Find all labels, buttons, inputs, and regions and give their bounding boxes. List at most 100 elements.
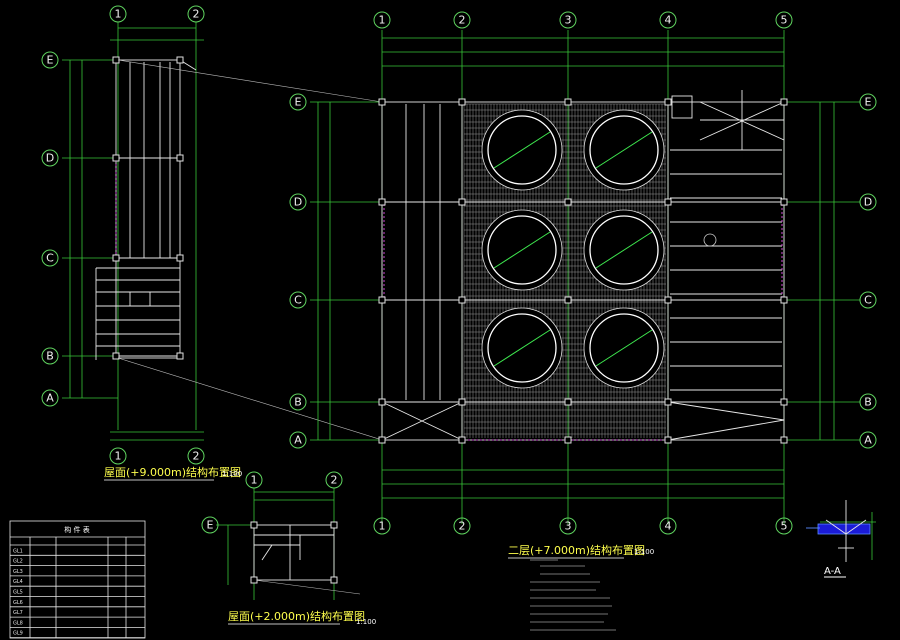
table-code: GL7 [13, 610, 23, 616]
second-floor-plan [310, 30, 860, 524]
svg-text:E: E [295, 96, 302, 109]
left-axis-bubble-top-1: 1 [109, 5, 127, 23]
svg-text:5: 5 [781, 520, 788, 533]
svg-text:1: 1 [115, 450, 122, 463]
svg-text:2: 2 [459, 14, 466, 27]
tank-openings [481, 109, 665, 389]
column [664, 398, 672, 406]
axis-bubble-right-A: A [859, 431, 877, 449]
table-code: GL2 [13, 559, 23, 565]
table-code: GL5 [13, 590, 23, 596]
column [458, 98, 466, 106]
axis-bubble-top-1: 1 [373, 11, 391, 29]
tank-diagonal-6 [595, 329, 653, 367]
svg-text:1: 1 [379, 520, 386, 533]
axis-bubble-bottom-1: 1 [373, 517, 391, 535]
svg-text:E: E [865, 96, 872, 109]
svg-text:4: 4 [665, 520, 672, 533]
left-axis-bubble-B: B [41, 347, 59, 365]
table-code: GL4 [13, 579, 23, 585]
tank-6 [589, 313, 659, 383]
column [564, 198, 572, 206]
column [378, 198, 386, 206]
left-axis-bubble-D: D [41, 149, 59, 167]
svg-text:D: D [864, 196, 872, 209]
plan-columns [378, 98, 788, 444]
svg-text:2: 2 [193, 8, 200, 21]
tank-diagonal-5 [493, 329, 551, 367]
axis-bubble-bottom-4: 4 [659, 517, 677, 535]
roof-small-plan-scale: 1:100 [356, 618, 376, 626]
axis-bubble-top-5: 5 [775, 11, 793, 29]
table-code: GL3 [13, 569, 23, 575]
svg-text:B: B [46, 350, 54, 363]
axis-bubble-bottom-2: 2 [453, 517, 471, 535]
svg-text:2: 2 [193, 450, 200, 463]
svg-text:B: B [864, 396, 872, 409]
axis-bubble-right-B: B [859, 393, 877, 411]
tank-4 [589, 215, 659, 285]
left-axis-bubble-A: A [41, 389, 59, 407]
column [780, 398, 788, 406]
svg-text:C: C [46, 252, 54, 265]
column [564, 436, 572, 444]
svg-text:A: A [864, 434, 872, 447]
svg-text:C: C [864, 294, 872, 307]
roof-plan-title: 屋面(+9.000m)结构布置图 [104, 465, 241, 479]
second-floor-plan-title: 二层(+7.000m)结构布置图 [508, 543, 645, 557]
svg-text:C: C [294, 294, 302, 307]
axis-bubble-top-4: 4 [659, 11, 677, 29]
axis-bubble-left-A: A [289, 431, 307, 449]
section-a-a [806, 500, 876, 578]
tank-5 [487, 313, 557, 383]
column [780, 436, 788, 444]
column [458, 436, 466, 444]
axis-bubble-bottom-3: 3 [559, 517, 577, 535]
column [458, 296, 466, 304]
tank-diagonal-4 [595, 231, 653, 269]
notes [530, 559, 616, 631]
svg-text:1: 1 [115, 8, 122, 21]
tank-1 [487, 115, 557, 185]
svg-text:A: A [294, 434, 302, 447]
tank-diagonal-3 [493, 231, 551, 269]
axis-bubble-right-C: C [859, 291, 877, 309]
column [378, 98, 386, 106]
roof-small-plan-title: 屋面(+2.000m)结构布置图 [228, 609, 365, 623]
column [780, 98, 788, 106]
table-code: GL9 [13, 631, 23, 637]
roof-small-plan [216, 488, 361, 600]
left-axis-bubble-top-2: 2 [187, 5, 205, 23]
column [378, 436, 386, 444]
axis-bubble-top-2: 2 [453, 11, 471, 29]
svg-text:D: D [294, 196, 302, 209]
svg-text:1: 1 [251, 474, 258, 487]
roof-plan-scale: 1:100 [222, 470, 242, 478]
column [564, 398, 572, 406]
left-axis-bubble-C: C [41, 249, 59, 267]
components-table-title: 构 件 表 [64, 525, 89, 534]
column [664, 98, 672, 106]
column [780, 296, 788, 304]
axis-bubble-left-B: B [289, 393, 307, 411]
column [664, 198, 672, 206]
column [564, 98, 572, 106]
svg-text:3: 3 [565, 14, 572, 27]
svg-text:2: 2 [459, 520, 466, 533]
left-axis-bubble-bottom-1: 1 [109, 447, 127, 465]
svg-text:3: 3 [565, 520, 572, 533]
svg-text:A: A [46, 392, 54, 405]
section-title: A-A [824, 566, 841, 577]
tank-3 [487, 215, 557, 285]
roof-plan [62, 22, 383, 441]
right-bay-purlins [670, 149, 782, 391]
column [378, 296, 386, 304]
axis-bubble-left-E: E [289, 93, 307, 111]
column [664, 436, 672, 444]
svg-text:2: 2 [331, 474, 338, 487]
